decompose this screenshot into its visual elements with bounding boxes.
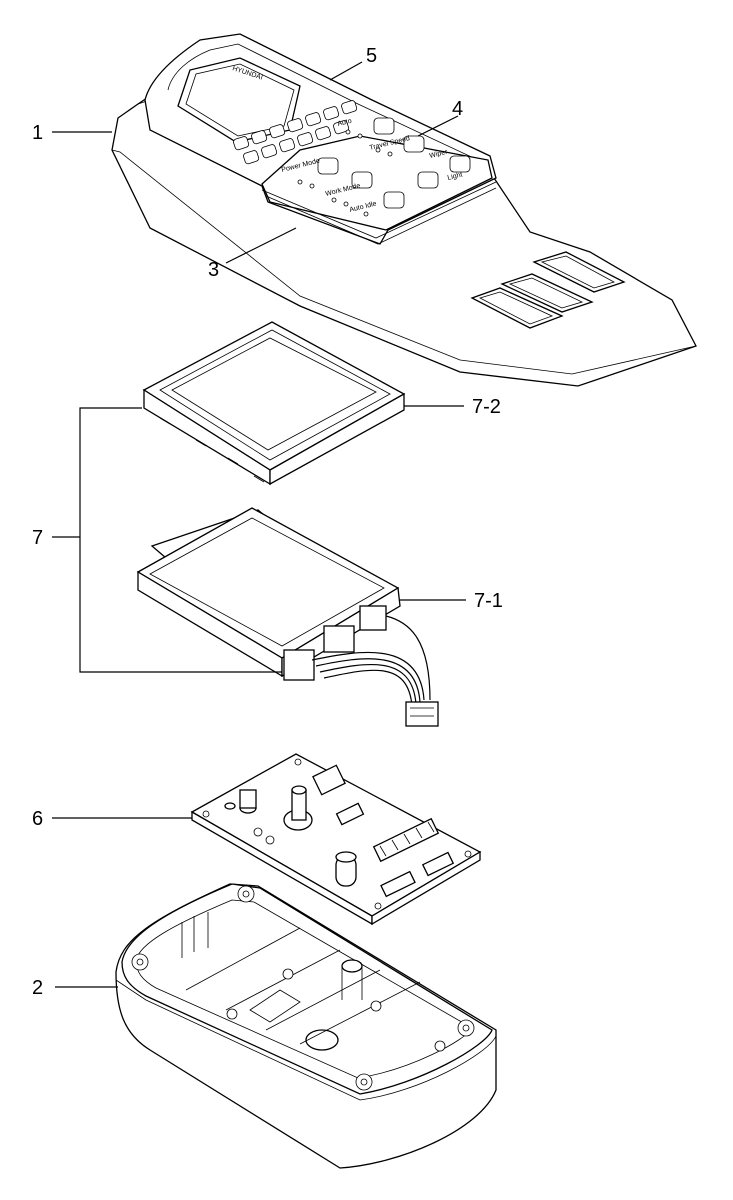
part-6-circuit-board — [190, 753, 482, 926]
callout-7-1: 7-1 — [474, 590, 503, 612]
part-7-1-lcd-module — [136, 507, 439, 727]
panel-text-wiper: Wiper — [429, 149, 449, 160]
panel-text-light: Light — [447, 171, 463, 181]
callout-7-2: 7-2 — [472, 396, 501, 418]
callout-6: 6 — [32, 808, 43, 830]
callout-3: 3 — [208, 259, 219, 281]
panel-text-auto: Auto — [337, 118, 353, 128]
leader-lines — [52, 61, 466, 988]
switch-buttons — [297, 117, 471, 217]
callout-4: 4 — [452, 98, 463, 120]
part-2-bottom-case — [115, 883, 497, 1169]
keypad-grid — [233, 100, 358, 165]
callout-labels: 1 2 3 4 5 6 7 7-1 7-2 — [32, 45, 503, 999]
callout-7: 7 — [32, 527, 43, 549]
callout-2: 2 — [32, 977, 43, 999]
part-7-2-frame — [142, 321, 406, 486]
callout-5: 5 — [366, 45, 377, 67]
part-1-top-cover: HYUNDAI Power Mode Auto Travel Speed Wip… — [111, 33, 697, 387]
callout-1: 1 — [32, 122, 43, 144]
